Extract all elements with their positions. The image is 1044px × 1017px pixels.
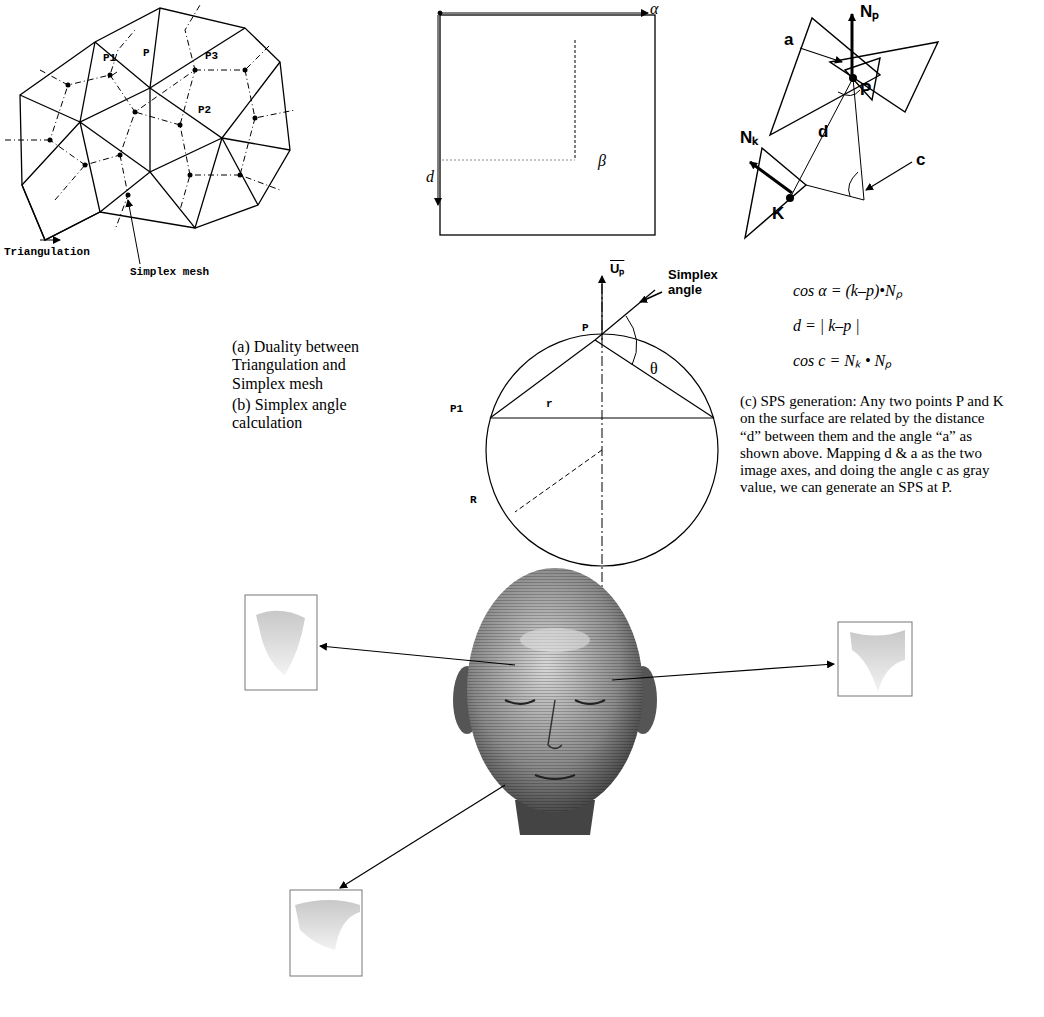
- callout-label: Simplex mesh: [130, 266, 209, 279]
- face-scan: [453, 568, 657, 835]
- axis-label: α: [650, 0, 658, 18]
- point-label: P2: [198, 104, 211, 117]
- callout-label: Triangulation: [4, 246, 90, 259]
- distance-label: d: [818, 122, 828, 142]
- point-label: P: [143, 47, 150, 60]
- surface-point: [786, 74, 857, 202]
- panel-caption: (c) SPS generation: Any two points P and…: [740, 393, 1005, 497]
- leader-line: [40, 72, 140, 264]
- axis-label: β: [598, 152, 606, 170]
- length-label: R: [470, 494, 477, 507]
- axis-label: d: [426, 168, 434, 186]
- panel-caption: (b) Simplex angle calculation: [232, 396, 382, 433]
- inset-arrow: [320, 646, 834, 888]
- vector-label: Uₚ: [610, 262, 624, 277]
- point-label: K: [772, 204, 784, 224]
- point-label: P1: [103, 52, 116, 65]
- sps-square: [438, 11, 655, 235]
- point-label: P1: [450, 403, 463, 416]
- simplex-vertex: [48, 68, 258, 198]
- callout-label: Simplex angle: [668, 268, 738, 298]
- equation: cos α = (k–p)•Nₚ: [793, 282, 902, 300]
- angle-label: θ: [650, 360, 658, 378]
- triangulation-mesh: [20, 8, 290, 240]
- point-label: P: [582, 322, 589, 335]
- panel-caption: (a) Duality between Triangulation and Si…: [232, 338, 397, 393]
- sps-inset: [245, 595, 912, 976]
- length-label: r: [546, 398, 553, 411]
- equation: d = | k–p |: [793, 317, 860, 335]
- point-label: P3: [205, 50, 218, 63]
- simplex-mesh: [5, 5, 295, 230]
- point-label: P: [860, 80, 871, 100]
- sps-geometry: [745, 14, 938, 238]
- angle-label: a: [784, 30, 793, 50]
- equation: cos c = Nₖ • Nₚ: [793, 352, 891, 370]
- normal-label: Nₖ: [740, 128, 758, 148]
- angle-label: c: [916, 150, 925, 170]
- normal-label: Nₚ: [860, 2, 879, 22]
